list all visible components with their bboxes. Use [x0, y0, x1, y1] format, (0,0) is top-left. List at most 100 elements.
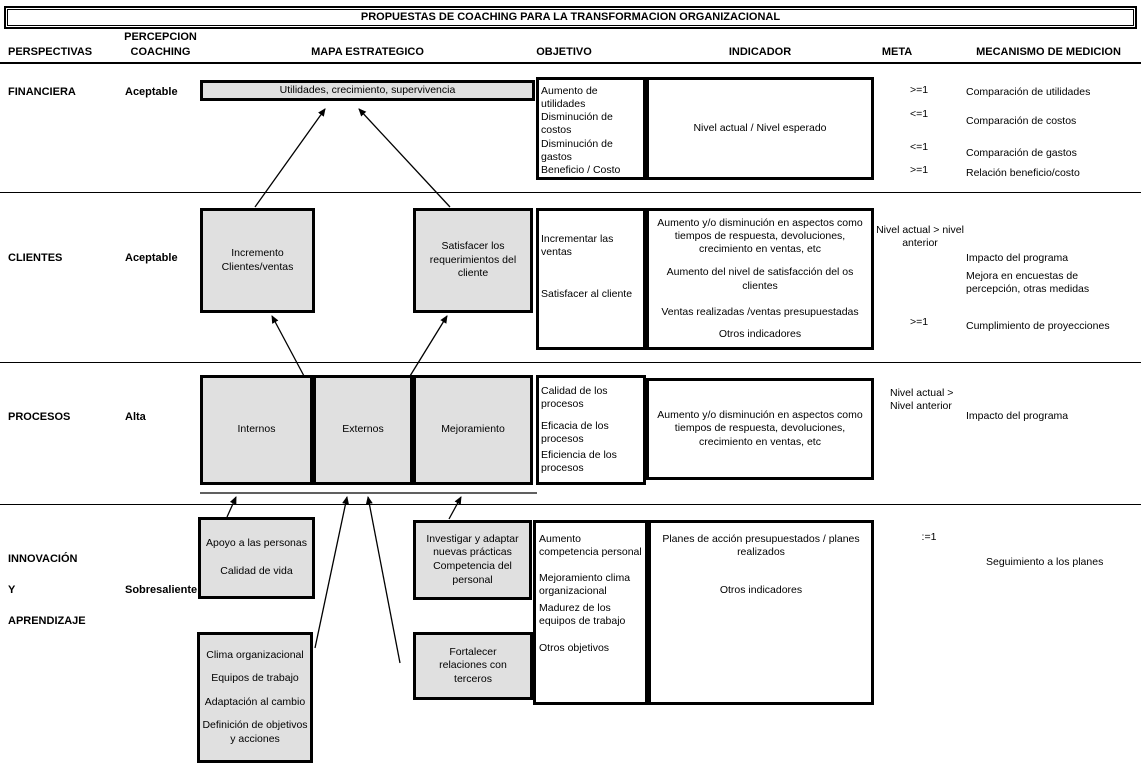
objetivo-item: Disminución de costos	[541, 111, 613, 137]
arrow-apoyo-to-procesos	[226, 496, 237, 518]
indicador-item: Planes de acción presupuestados / planes…	[662, 533, 860, 559]
col-header-percepcion-line2: COACHING	[130, 46, 191, 58]
mapa-box-clima: Clima organizacional Equipos de trabajo …	[197, 632, 313, 763]
objetivo-item: Mejoramiento clima organizacional	[539, 572, 631, 598]
row-label-clientes: CLIENTES	[8, 252, 63, 264]
mapa-box-clima-item: Equipos de trabajo	[211, 672, 299, 685]
objetivo-item: Disminución de gastos	[541, 137, 613, 163]
meta-item: >=1	[909, 84, 929, 96]
mapa-box-utilidades-label: Utilidades, crecimiento, supervivencia	[279, 83, 456, 96]
indicador-item: Nivel actual / Nivel esperado	[693, 121, 827, 134]
objetivo-item: Beneficio / Costo	[541, 163, 621, 176]
objetivo-item: Satisfacer al cliente	[541, 288, 633, 301]
mapa-box-apoyo-line1: Apoyo a las personas	[206, 536, 307, 549]
arrow-fortalecer-to-procesos	[365, 496, 401, 664]
meta-item: >=1	[909, 164, 929, 176]
objetivo-item: Madurez de los equipos de trabajo	[539, 601, 626, 627]
objetivo-item: Aumento competencia personal	[539, 533, 642, 559]
mecanismo-item: Comparación de utilidades	[966, 86, 1091, 98]
mecanismo-item: Comparación de gastos	[966, 147, 1077, 159]
mecanismo-item: Impacto del programa	[966, 410, 1069, 422]
objetivo-item: Calidad de los procesos	[541, 385, 608, 411]
mapa-box-externos-label: Externos	[342, 423, 384, 436]
mecanismo-item: Comparación de costos	[966, 115, 1077, 127]
col-header-indicador: INDICADOR	[728, 46, 792, 58]
mapa-box-investigar-label: Investigar y adaptar nuevas prácticas Co…	[426, 532, 519, 586]
page-title: PROPUESTAS DE COACHING PARA LA TRANSFORM…	[7, 9, 1134, 26]
mecanismo-item: Impacto del programa	[966, 252, 1069, 264]
col-header-perspectivas: PERSPECTIVAS	[8, 46, 93, 58]
mapa-box-satisfacer-label: Satisfacer los requerimientos del client…	[429, 240, 517, 280]
indicador-item: Aumento del nivel de satisfacción del os…	[666, 266, 854, 292]
meta-item: :=1	[921, 531, 937, 543]
divider-clientes-procesos	[0, 362, 1141, 363]
indicador-box-innovacion: Planes de acción presupuestados / planes…	[648, 520, 874, 705]
mapa-box-mejoramiento: Mejoramiento	[413, 375, 533, 485]
arrow-procesos-to-incremento	[271, 315, 305, 377]
row-label-innovacion-line3: APRENDIZAJE	[8, 615, 86, 627]
header-underline	[0, 62, 1141, 64]
arrow-procesos-to-satisfacer	[409, 315, 448, 377]
mapa-box-clima-item: Definición de objetivos y acciones	[202, 718, 308, 745]
objetivo-box-procesos: Calidad de los procesos Eficacia de los …	[536, 375, 646, 485]
divider-procesos-innovacion	[0, 504, 1141, 505]
mecanismo-item: Mejora en encuestas de percepción, otras…	[966, 270, 1090, 296]
objetivo-box-innovacion: Aumento competencia personal Mejoramient…	[533, 520, 648, 705]
row-label-financiera: FINANCIERA	[8, 86, 76, 98]
meta-item: <=1	[909, 141, 929, 153]
meta-item: <=1	[909, 108, 929, 120]
meta-item: Nivel actual > Nivel anterior	[890, 387, 954, 413]
col-header-mapa: MAPA ESTRATEGICO	[311, 46, 424, 58]
mecanismo-item: Cumplimiento de proyecciones	[966, 320, 1110, 332]
mapa-box-internos: Internos	[200, 375, 313, 485]
mapa-box-investigar: Investigar y adaptar nuevas prácticas Co…	[413, 520, 532, 600]
mapa-box-fortalecer: Fortalecer relaciones con terceros	[413, 632, 533, 700]
indicador-box-procesos: Aumento y/o disminución en aspectos como…	[646, 378, 874, 480]
objetivo-item: Incrementar las ventas	[541, 233, 614, 259]
arrow-clima-to-procesos	[314, 496, 349, 649]
row-label-procesos: PROCESOS	[8, 411, 71, 423]
mapa-box-externos: Externos	[313, 375, 413, 485]
mapa-box-mejoramiento-label: Mejoramiento	[441, 423, 505, 436]
objetivo-item: Eficacia de los procesos	[541, 420, 609, 446]
mapa-box-internos-label: Internos	[237, 423, 276, 436]
objetivo-box-clientes: Incrementar las ventas Satisfacer al cli…	[536, 208, 646, 350]
percepcion-procesos: Alta	[125, 411, 146, 423]
objetivo-item: Otros objetivos	[539, 641, 610, 654]
percepcion-innovacion: Sobresaliente	[125, 584, 198, 596]
mapa-box-clima-item: Adaptación al cambio	[204, 695, 306, 708]
mapa-box-utilidades: Utilidades, crecimiento, supervivencia	[200, 80, 535, 101]
indicador-box-clientes: Aumento y/o disminución en aspectos como…	[646, 208, 874, 350]
meta-item: >=1	[909, 316, 929, 328]
objetivo-item: Eficiencia de los procesos	[541, 448, 617, 474]
objetivo-box-financiera: Aumento de utilidades Disminución de cos…	[536, 77, 646, 180]
meta-item: Nivel actual > nivel anterior	[876, 224, 964, 250]
mapa-box-fortalecer-label: Fortalecer relaciones con terceros	[439, 645, 507, 685]
indicador-item: Aumento y/o disminución en aspectos como…	[657, 217, 863, 256]
arrow-investigar-to-procesos	[448, 496, 462, 520]
objetivo-item: Aumento de utilidades	[541, 85, 598, 111]
percepcion-clientes: Aceptable	[125, 252, 178, 264]
mecanismo-item: Seguimiento a los planes	[986, 556, 1104, 568]
col-header-percepcion-line1: PERCEPCION	[124, 31, 197, 43]
indicador-item: Otros indicadores	[719, 584, 803, 597]
mapa-box-apoyo-line2: Calidad de vida	[220, 565, 293, 578]
col-header-objetivo: OBJETIVO	[536, 46, 592, 58]
mapa-box-incremento-label: Incremento Clientes/ventas	[221, 246, 294, 273]
mapa-box-satisfacer: Satisfacer los requerimientos del client…	[413, 208, 533, 313]
mapa-box-incremento: Incremento Clientes/ventas	[200, 208, 315, 313]
indicador-box-financiera: Nivel actual / Nivel esperado	[646, 77, 874, 180]
indicador-item: Aumento y/o disminución en aspectos como…	[657, 409, 863, 448]
mapa-box-apoyo: Apoyo a las personas Calidad de vida	[198, 517, 315, 599]
indicador-item: Ventas realizadas /ventas presupuestadas	[661, 305, 859, 318]
mapa-box-clima-item: Clima organizacional	[206, 648, 304, 661]
row-label-innovacion-line1: INNOVACIÓN	[8, 553, 78, 565]
mecanismo-item: Relación beneficio/costo	[966, 167, 1080, 179]
row-label-innovacion-line2: Y	[8, 584, 16, 596]
percepcion-financiera: Aceptable	[125, 86, 178, 98]
col-header-mecanismo: MECANISMO DE MEDICION	[976, 46, 1121, 58]
col-header-meta: META	[881, 46, 913, 58]
divider-financiera-clientes	[0, 192, 1141, 193]
title-box: PROPUESTAS DE COACHING PARA LA TRANSFORM…	[4, 6, 1137, 29]
